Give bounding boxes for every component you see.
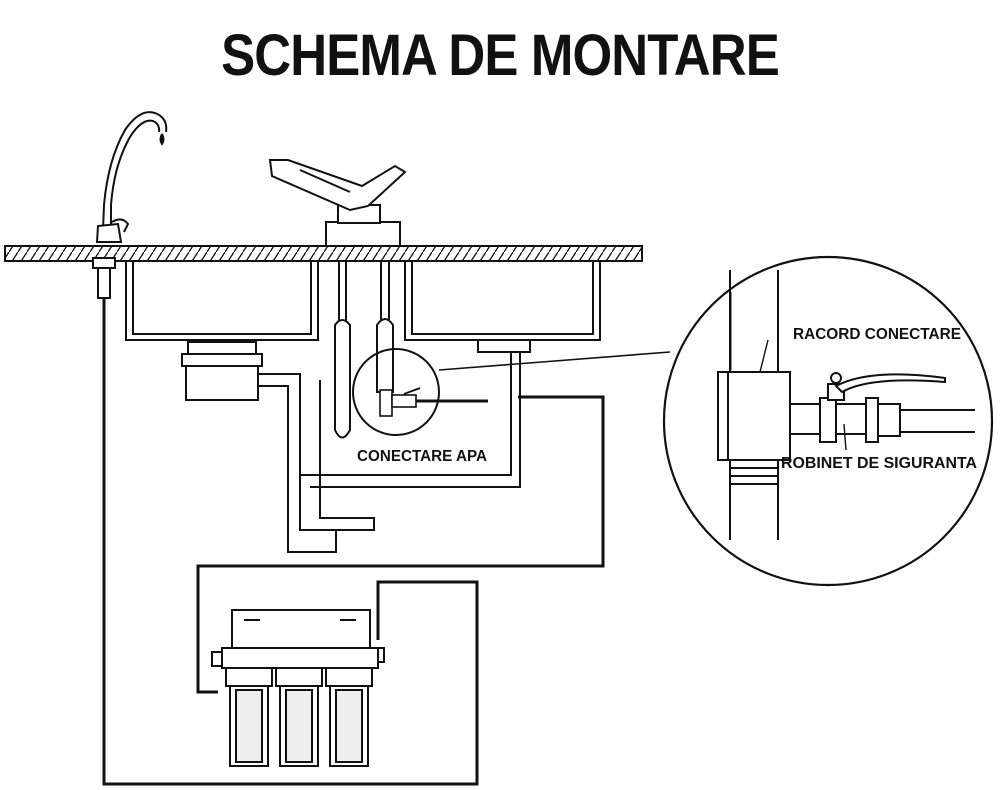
tap-supply-hoses — [334, 261, 394, 439]
drinking-water-faucet — [95, 111, 168, 243]
countertop — [4, 245, 643, 262]
label-water-connection: CONECTARE APA — [357, 448, 487, 465]
detail-magnifier — [662, 255, 994, 587]
label-safety-valve: ROBINET DE SIGURANTA — [781, 455, 977, 472]
kitchen-mixer-tap — [268, 159, 407, 247]
faucet-shank — [92, 257, 116, 299]
inlet-supply-line — [196, 395, 605, 694]
water-connection-point — [352, 348, 440, 436]
drain-trap — [181, 339, 531, 553]
label-connection-fitting: RACORD CONECTARE — [793, 326, 961, 343]
outlet-line — [102, 298, 479, 786]
three-stage-filter — [211, 609, 385, 767]
diagram-title: SCHEMA DE MONTARE — [221, 23, 780, 88]
sink-basins — [125, 261, 601, 341]
zoom-leader-line — [438, 351, 671, 371]
